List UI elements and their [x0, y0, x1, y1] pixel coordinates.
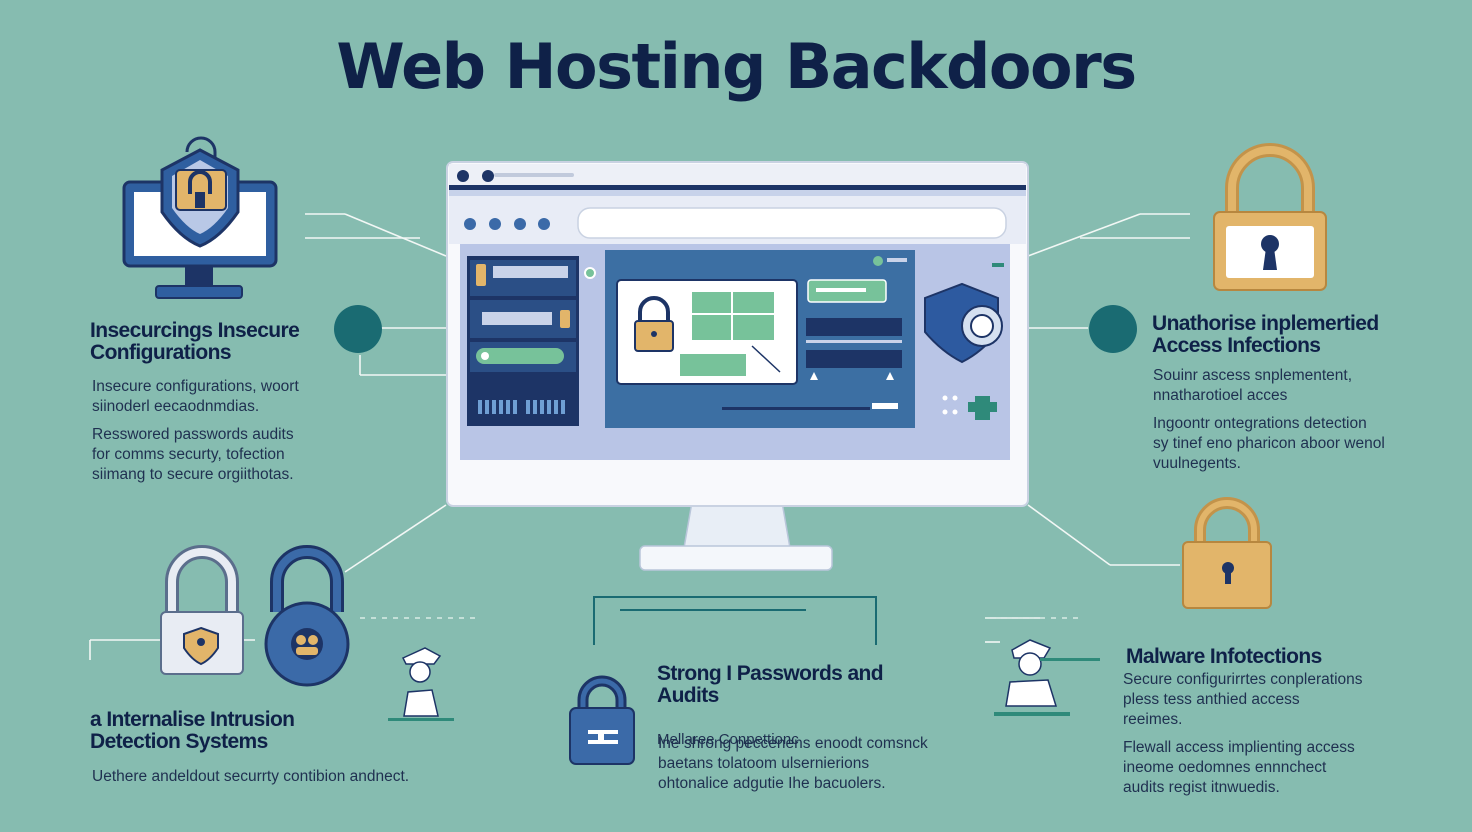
intrusion-detection-text: Uethere andeldout securrty contibion and…	[92, 768, 410, 785]
insecure-configurations-text: Insecure configurations, woort siinoderl…	[92, 378, 299, 483]
node-circle	[334, 305, 382, 353]
malware-infections-heading: Malware Infotections	[1126, 645, 1322, 668]
node-circle	[1089, 305, 1137, 353]
intrusion-detection-heading: a Internalise Intrusion Detection System…	[90, 708, 295, 753]
strong-passwords-heading-line2: Audits	[657, 684, 719, 707]
strong-passwords-text: Ine shrong peccenens enoodt comsnck baet…	[658, 735, 928, 792]
malware-infections-text: Secure configurirrtes conplerations ples…	[1123, 671, 1363, 796]
strong-passwords-subheading: Mellaree Conpettionc	[657, 731, 799, 748]
unauthorised-access-text: Souinr ascess snplementent, nnatharotioe…	[1153, 367, 1385, 472]
unauthorised-access-heading: Unathorise inplemertied Access Infection…	[1152, 312, 1379, 357]
insecure-configurations-heading: Insecurcings Insecure Configurations	[90, 319, 300, 364]
strong-passwords-heading: Strong I Passwords and Audits Mellaree C…	[657, 663, 957, 751]
page-title: Web Hosting Backdoors	[336, 30, 1137, 103]
